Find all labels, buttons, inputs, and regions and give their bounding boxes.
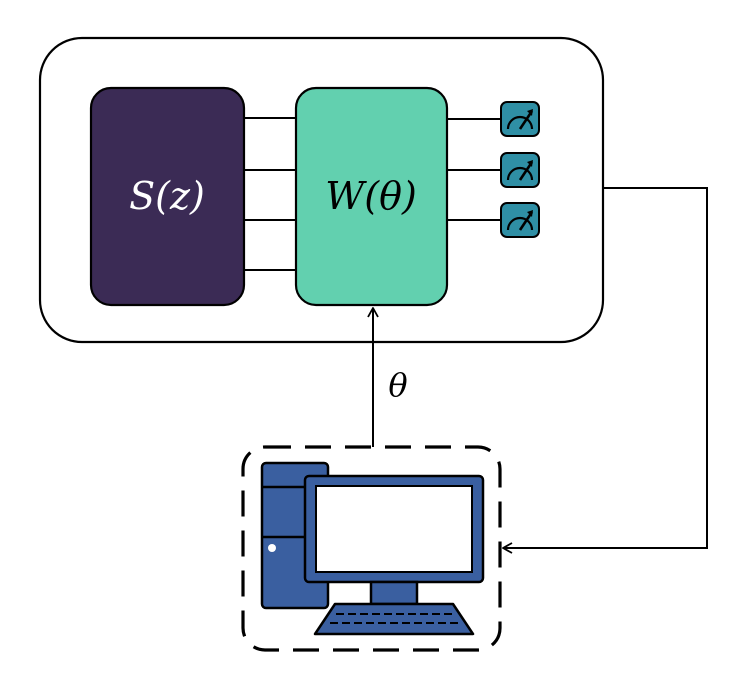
measurement-feedback-arrow (502, 187, 708, 554)
encoder-label: S(z) (129, 174, 205, 218)
measurement-meter-icon (500, 101, 540, 137)
circuit-block (294, 86, 449, 307)
parameter-label: θ (388, 366, 407, 404)
circuit-label: W(θ) (325, 174, 417, 218)
circuit-to-meter-wires (447, 118, 501, 221)
measurement-meter-icon (500, 202, 540, 238)
encoder-block (89, 86, 246, 307)
desktop-computer-icon (260, 461, 485, 636)
measurement-meter-icon (500, 152, 540, 188)
encoder-to-circuit-wires (244, 117, 296, 271)
